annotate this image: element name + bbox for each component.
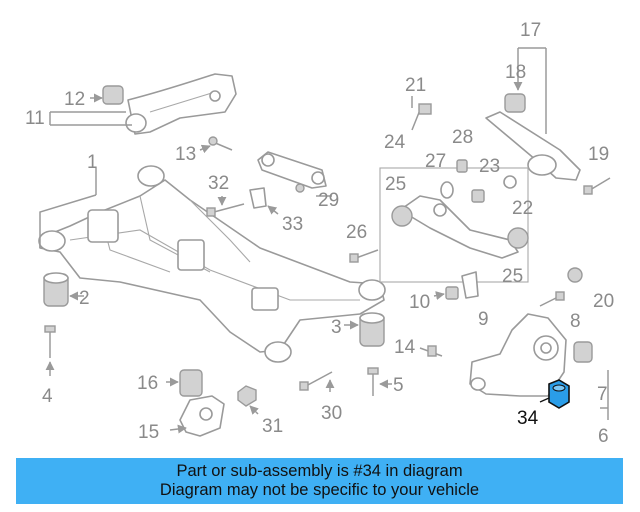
- parts-diagram: 1 2 3 4 5 6 7 8 9 10 11 12 13 14 15 16 1…: [25, 20, 614, 447]
- label-16: 16: [137, 373, 158, 394]
- mount-15: [169, 395, 225, 437]
- label-33: 33: [282, 214, 303, 235]
- label-9: 9: [478, 309, 489, 330]
- label-31: 31: [262, 416, 283, 437]
- label-22: 22: [512, 198, 533, 219]
- bolt-19: [583, 177, 611, 195]
- label-7: 7: [597, 384, 608, 405]
- label-30: 30: [321, 403, 342, 424]
- info-banner: Part or sub-assembly is #34 in diagram D…: [16, 458, 623, 504]
- bushing-16: [166, 369, 203, 397]
- upper-control-arm: [102, 73, 237, 135]
- bolt-26: [349, 249, 379, 263]
- label-14: 14: [394, 337, 416, 358]
- bolt-4: [44, 325, 56, 376]
- label-11: 11: [25, 108, 45, 129]
- bolt-30: [299, 371, 335, 392]
- label-32: 32: [208, 173, 229, 194]
- callout-11-12: [49, 93, 132, 126]
- label-23: 23: [479, 156, 500, 177]
- label-34: 34: [517, 408, 539, 429]
- label-24: 24: [384, 132, 406, 153]
- label-25b: 25: [502, 266, 523, 287]
- nut-10: [433, 286, 459, 301]
- link-29: [257, 151, 332, 197]
- label-19: 19: [588, 144, 609, 165]
- label-2: 2: [79, 288, 90, 309]
- label-21: 21: [405, 75, 426, 96]
- label-8: 8: [570, 311, 581, 332]
- nut-23: [471, 189, 485, 203]
- bolt-13: [199, 136, 233, 154]
- bolt-21: [411, 96, 432, 131]
- label-6: 6: [598, 426, 609, 447]
- label-4: 4: [42, 386, 53, 407]
- label-12: 12: [64, 89, 85, 110]
- bracket-9: [461, 271, 479, 299]
- label-29: 29: [318, 190, 339, 211]
- label-13: 13: [175, 144, 196, 165]
- label-10: 10: [409, 292, 430, 313]
- bolt-32: [206, 196, 245, 217]
- label-1: 1: [87, 152, 98, 173]
- camber-arm-24: [379, 167, 529, 283]
- label-15: 15: [138, 422, 159, 443]
- washer-22: [503, 175, 517, 189]
- knuckle: [469, 313, 609, 420]
- label-25a: 25: [385, 174, 406, 195]
- label-27: 27: [425, 151, 446, 172]
- bolt-8: [539, 291, 565, 307]
- banner-line-2: Diagram may not be specific to your vehi…: [159, 481, 480, 499]
- label-5: 5: [393, 375, 404, 396]
- label-17: 17: [520, 20, 541, 41]
- bolt-14: [419, 345, 443, 357]
- bushing-3: [344, 312, 385, 347]
- label-18: 18: [505, 62, 526, 83]
- rear-subframe: [38, 165, 386, 363]
- washer-27: [440, 181, 454, 199]
- part-number-labels: 1 2 3 4 5 6 7 8 9 10 11 12 13 14 15 16 1…: [25, 20, 614, 447]
- nut-20: [567, 267, 583, 283]
- label-20: 20: [593, 291, 614, 312]
- label-3: 3: [331, 317, 342, 338]
- bushing-2: [43, 272, 84, 307]
- nut-28: [456, 159, 468, 173]
- part-34-highlight: [539, 379, 570, 409]
- lower-arm-17: [485, 47, 581, 181]
- nut-31: [237, 385, 259, 415]
- bracket-33: [249, 187, 279, 215]
- label-26: 26: [346, 222, 367, 243]
- label-28: 28: [452, 127, 473, 148]
- bolt-5: [367, 367, 392, 396]
- banner-line-1: Part or sub-assembly is #34 in diagram: [176, 462, 463, 480]
